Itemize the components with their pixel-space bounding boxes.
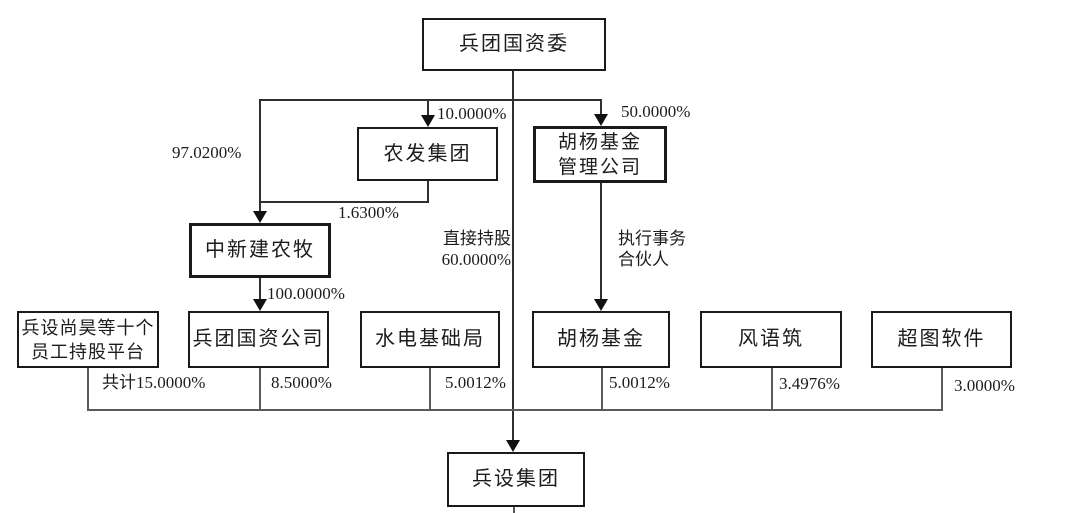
line-1-63-horizontal (259, 201, 429, 203)
arrowhead-into-zhongxinjian (253, 211, 267, 223)
edge-label-direct-holding: 直接持股 60.0000% (400, 228, 511, 270)
line-branch-horizontal (259, 99, 602, 101)
edge-label-total-15: 共计15.0000% (102, 373, 206, 392)
edge-label-10-0000: 10.0000% (437, 104, 507, 123)
line-top-to-branch (512, 71, 514, 100)
node-chaotu-software: 超图软件 (871, 311, 1012, 368)
node-label: 农发集团 (383, 142, 472, 165)
node-label-line2: 员工持股平台 (31, 341, 145, 362)
line-zhongxinjian-to-guozi (259, 278, 261, 302)
node-label: 水电基础局 (375, 328, 485, 350)
node-huyang-mgmt: 胡杨基金 管理公司 (533, 126, 667, 183)
arrowhead-into-nongfa (421, 115, 435, 127)
line-central-direct (512, 99, 514, 410)
edge-label-50-0000: 50.0000% (621, 102, 691, 121)
edge-label-executive-partner: 执行事务 合伙人 (618, 228, 686, 270)
line-huyang-fund-down (601, 368, 603, 410)
line-huyang-mgmt-to-fund (600, 182, 602, 302)
node-guozi-company: 兵团国资公司 (188, 311, 329, 368)
arrowhead-into-huyang-mgmt (594, 114, 608, 126)
edge-label-100-0000: 100.0000% (267, 284, 345, 303)
node-label: 兵设集团 (472, 468, 560, 490)
node-huyang-fund: 胡杨基金 (532, 311, 670, 368)
executive-partner-line2: 合伙人 (618, 250, 669, 269)
direct-holding-line1: 直接持股 (443, 229, 511, 248)
node-label: 兵团国资委 (459, 33, 569, 55)
line-collector-horizontal (87, 409, 943, 411)
line-guozi-down (259, 368, 261, 410)
edge-label-97-0200: 97.0200% (172, 143, 242, 162)
direct-holding-line2: 60.0000% (441, 250, 511, 269)
line-shuidian-down (429, 368, 431, 410)
node-label-line1: 兵设尚昊等十个 (21, 317, 155, 338)
node-label: 胡杨基金 (557, 328, 645, 350)
edge-label-8-5000: 8.5000% (271, 373, 332, 392)
line-esop-down (87, 368, 89, 410)
line-chaotu-down (941, 368, 943, 410)
executive-partner-line1: 执行事务 (618, 229, 686, 248)
arrowhead-into-guozi (253, 299, 267, 311)
line-bingshe-bottom-stub (513, 507, 515, 513)
line-nongfa-bottom (427, 181, 429, 203)
line-left-branch-down (259, 99, 261, 213)
edge-label-3-0000: 3.0000% (954, 376, 1015, 395)
arrowhead-into-bingshe (506, 440, 520, 452)
edge-label-5-0012-b: 5.0012% (609, 373, 670, 392)
line-to-huyang-mgmt (600, 99, 602, 116)
node-shuidian-bureau: 水电基础局 (360, 311, 500, 368)
node-bingtuan-guoziwei: 兵团国资委 (422, 18, 606, 71)
edge-label-1-6300: 1.6300% (338, 203, 399, 222)
node-label: 中新建农牧 (205, 239, 315, 261)
edge-label-3-4976: 3.4976% (779, 374, 840, 393)
line-collector-to-bingshe (512, 409, 514, 442)
node-label-line1: 胡杨基金 (557, 131, 642, 153)
node-label: 超图软件 (897, 328, 986, 350)
node-esop-platform: 兵设尚昊等十个 员工持股平台 (17, 311, 159, 368)
arrowhead-into-huyang-fund (594, 299, 608, 311)
line-fengyuzhu-down (771, 368, 773, 410)
edge-label-5-0012-a: 5.0012% (445, 373, 506, 392)
node-zhongxinjian: 中新建农牧 (189, 223, 331, 278)
node-label: 兵团国资公司 (192, 328, 325, 350)
node-nongfa-group: 农发集团 (357, 127, 498, 181)
node-label-line2: 管理公司 (557, 156, 642, 178)
node-fengyuzhu: 风语筑 (700, 311, 842, 368)
line-to-nongfa (427, 99, 429, 117)
node-bingshe-group: 兵设集团 (447, 452, 585, 507)
node-label: 风语筑 (738, 328, 804, 350)
